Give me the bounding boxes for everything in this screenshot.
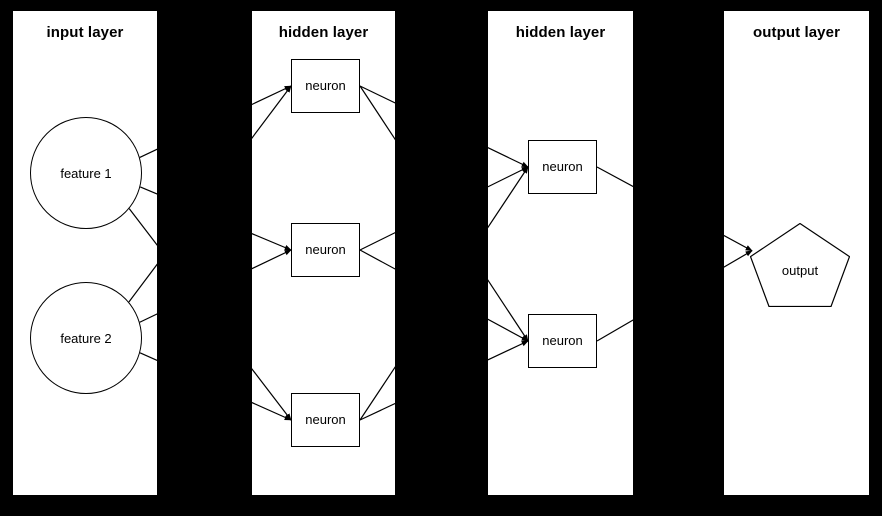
node-feature-2[interactable]: feature 2 [30,282,142,394]
pentagon-shape [750,223,850,307]
node-label-h1-neuron-1: neuron [305,78,346,93]
node-label-feature-2: feature 2 [60,331,112,346]
panel-title-output-layer: output layer [752,24,841,41]
node-h1-neuron-1[interactable]: neuron [291,59,360,113]
panel-input-layer: input layer [13,11,157,495]
node-h1-neuron-2[interactable]: neuron [291,223,360,277]
node-output-node[interactable]: output [750,223,850,307]
node-label-h1-neuron-2: neuron [305,242,346,257]
panel-hidden-layer-2: hidden layer [488,11,633,495]
panel-title-hidden-layer-2: hidden layer [515,24,606,41]
node-feature-1[interactable]: feature 1 [30,117,142,229]
node-label-h2-neuron-1: neuron [542,159,583,174]
node-h2-neuron-2[interactable]: neuron [528,314,597,368]
panel-title-hidden-layer-1: hidden layer [278,24,369,41]
node-h1-neuron-3[interactable]: neuron [291,393,360,447]
node-label-output-node: output [781,263,819,279]
node-label-h1-neuron-3: neuron [305,412,346,427]
node-label-h2-neuron-2: neuron [542,333,583,348]
panel-title-input-layer: input layer [46,24,124,41]
node-label-feature-1: feature 1 [60,166,112,181]
node-h2-neuron-1[interactable]: neuron [528,140,597,194]
